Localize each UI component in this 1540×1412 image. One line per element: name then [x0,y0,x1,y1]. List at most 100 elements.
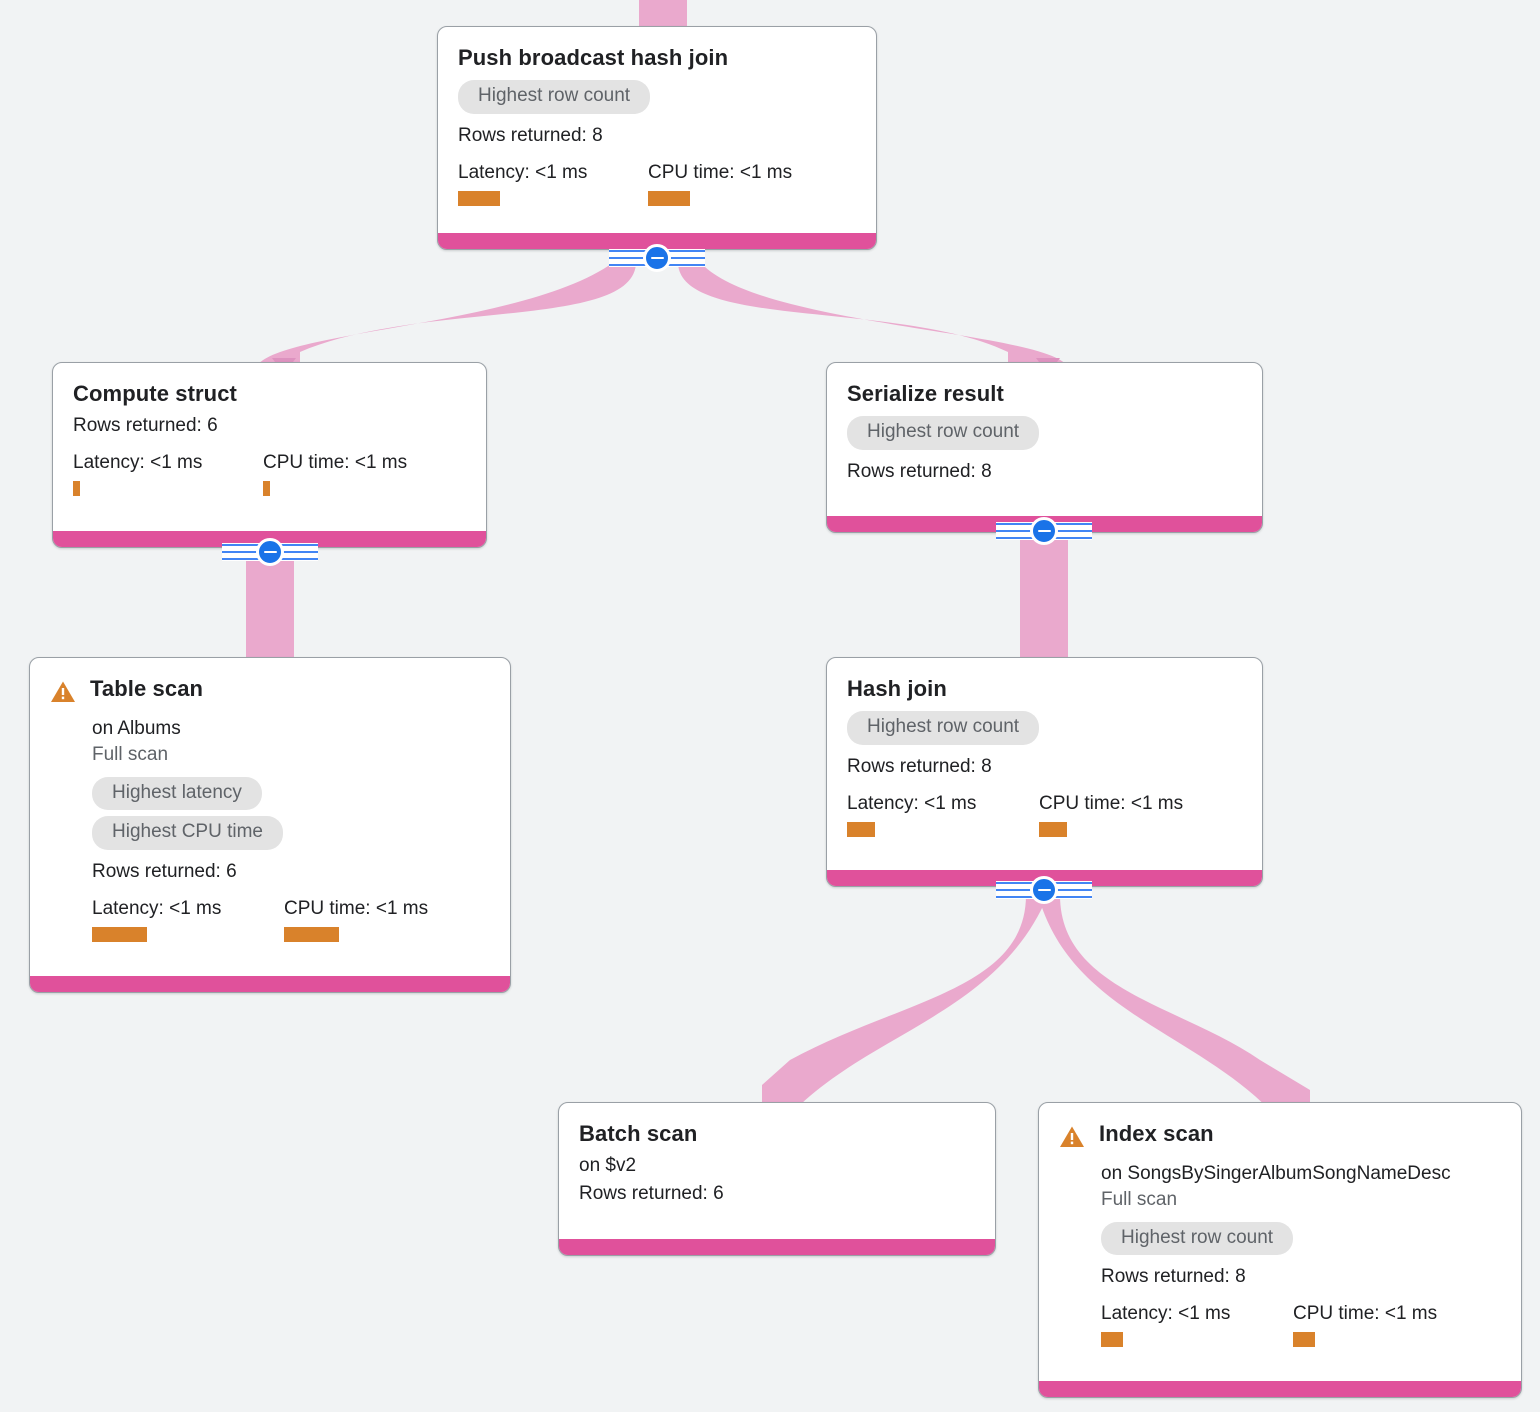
latency-label: Latency: <1 ms [1101,1303,1231,1325]
metrics-row: Latency: <1 ms CPU time: <1 ms [458,162,856,206]
chip-row: Highest row count [847,406,1242,451]
plan-node-batch-scan[interactable]: Batch scan on $v2 Rows returned: 6 [558,1102,996,1256]
latency-bar [92,926,147,942]
node-body: Compute struct Rows returned: 6 Latency:… [53,363,486,512]
latency-metric: Latency: <1 ms [73,452,263,496]
plan-node-hash-join[interactable]: Hash join Highest row count Rows returne… [826,657,1263,887]
rows-returned: Rows returned: 6 [92,861,237,883]
latency-metric: Latency: <1 ms [847,793,1039,837]
collapse-minus-icon[interactable] [1030,517,1058,545]
collapse-toggle-serialize-result[interactable] [996,517,1092,545]
latency-label: Latency: <1 ms [92,897,222,919]
latency-bar [1101,1331,1123,1347]
collapse-toggle-hash-join[interactable] [996,876,1092,904]
node-bottom-stripe [438,233,876,249]
cpu-label: CPU time: <1 ms [1039,792,1184,814]
node-title-row: Push broadcast hash join [458,45,856,70]
node-title: Hash join [847,676,947,701]
chip-row: Highest latency [92,767,490,811]
cpu-metric: CPU time: <1 ms [648,162,792,206]
rows-returned: Rows returned: 8 [458,125,603,147]
metrics-row: Latency: <1 ms CPU time: <1 ms [847,793,1242,837]
cpu-metric: CPU time: <1 ms [284,898,428,942]
scan-target: on Albums [92,718,181,739]
metrics-row: Latency: <1 ms CPU time: <1 ms [92,898,490,942]
cpu-bar [284,926,339,942]
collapse-minus-icon[interactable] [1030,876,1058,904]
scan-type: Full scan [92,743,169,765]
status-badge-highest-cpu-time: Highest CPU time [92,816,283,851]
latency-bar [847,821,875,837]
status-badge-highest-row-count: Highest row count [458,80,651,115]
node-title-row: Table scan [50,676,490,709]
collapse-minus-icon[interactable] [643,244,671,272]
node-title: Push broadcast hash join [458,45,729,70]
node-title: Compute struct [73,381,237,406]
latency-label: Latency: <1 ms [73,452,203,474]
collapse-toggle-compute-struct[interactable] [222,538,318,566]
chip-row: Highest row count [847,701,1242,746]
cpu-bar [1293,1331,1315,1347]
node-body: Serialize result Highest row count Rows … [827,363,1262,500]
chip-row: Highest CPU time [92,810,490,851]
scan-target: on $v2 [579,1155,637,1177]
plan-node-index-scan[interactable]: Index scan on SongsBySingerAlbumSongName… [1038,1102,1522,1398]
scan-target: on SongsBySingerAlbumSongNameDesc [1101,1163,1451,1184]
plan-node-push-broadcast-hash-join[interactable]: Push broadcast hash join Highest row cou… [437,26,877,250]
scan-type: Full scan [1101,1188,1178,1210]
cpu-metric: CPU time: <1 ms [1293,1303,1437,1347]
cpu-bar [648,190,690,206]
warning-triangle-icon [50,680,76,709]
node-title: Index scan [1099,1121,1214,1146]
node-detail-block: on Albums Full scan Highest latency High… [92,718,490,942]
latency-label: Latency: <1 ms [847,792,977,814]
node-title-row: Batch scan [579,1121,975,1146]
status-badge-highest-row-count: Highest row count [847,416,1040,451]
rows-returned: Rows returned: 6 [579,1183,724,1205]
cpu-bar [263,480,270,496]
latency-metric: Latency: <1 ms [92,898,284,942]
collapse-minus-icon[interactable] [256,538,284,566]
cpu-label: CPU time: <1 ms [263,452,408,474]
latency-bar [73,480,80,496]
plan-node-compute-struct[interactable]: Compute struct Rows returned: 6 Latency:… [52,362,487,548]
node-bottom-stripe [559,1239,995,1255]
cpu-label: CPU time: <1 ms [284,897,429,919]
latency-bar [458,190,500,206]
latency-metric: Latency: <1 ms [458,162,648,206]
status-badge-highest-latency: Highest latency [92,776,262,811]
node-title-row: Index scan [1059,1121,1501,1154]
chip-row: Highest row count [1101,1212,1501,1256]
node-body: Table scan on Albums Full scan Highest l… [30,658,510,958]
rows-returned: Rows returned: 8 [847,461,992,483]
plan-node-serialize-result[interactable]: Serialize result Highest row count Rows … [826,362,1263,533]
collapse-toggle-push-broadcast-hash-join[interactable] [609,244,705,272]
node-body: Batch scan on $v2 Rows returned: 6 [559,1103,995,1222]
node-title: Batch scan [579,1121,698,1146]
node-body: Push broadcast hash join Highest row cou… [438,27,876,222]
warning-triangle-icon [1059,1125,1085,1154]
metrics-row: Latency: <1 ms CPU time: <1 ms [73,452,466,496]
plan-node-table-scan[interactable]: Table scan on Albums Full scan Highest l… [29,657,511,993]
node-title-row: Hash join [847,676,1242,701]
node-bottom-stripe [30,976,510,992]
cpu-label: CPU time: <1 ms [1293,1303,1438,1325]
cpu-label: CPU time: <1 ms [648,161,793,183]
chip-row: Highest row count [458,70,856,115]
node-title: Serialize result [847,381,1004,406]
metrics-row: Latency: <1 ms CPU time: <1 ms [1101,1303,1501,1347]
latency-label: Latency: <1 ms [458,161,588,183]
node-body: Hash join Highest row count Rows returne… [827,658,1262,853]
status-badge-highest-row-count: Highest row count [847,711,1040,746]
node-body: Index scan on SongsBySingerAlbumSongName… [1039,1103,1521,1363]
node-detail-block: on SongsBySingerAlbumSongNameDesc Full s… [1101,1163,1501,1347]
node-title: Table scan [90,676,204,701]
cpu-metric: CPU time: <1 ms [1039,793,1183,837]
node-bottom-stripe [1039,1381,1521,1397]
node-title-row: Serialize result [847,381,1242,406]
rows-returned: Rows returned: 8 [1101,1266,1246,1288]
rows-returned: Rows returned: 6 [73,415,218,437]
cpu-metric: CPU time: <1 ms [263,452,407,496]
rows-returned: Rows returned: 8 [847,756,992,778]
